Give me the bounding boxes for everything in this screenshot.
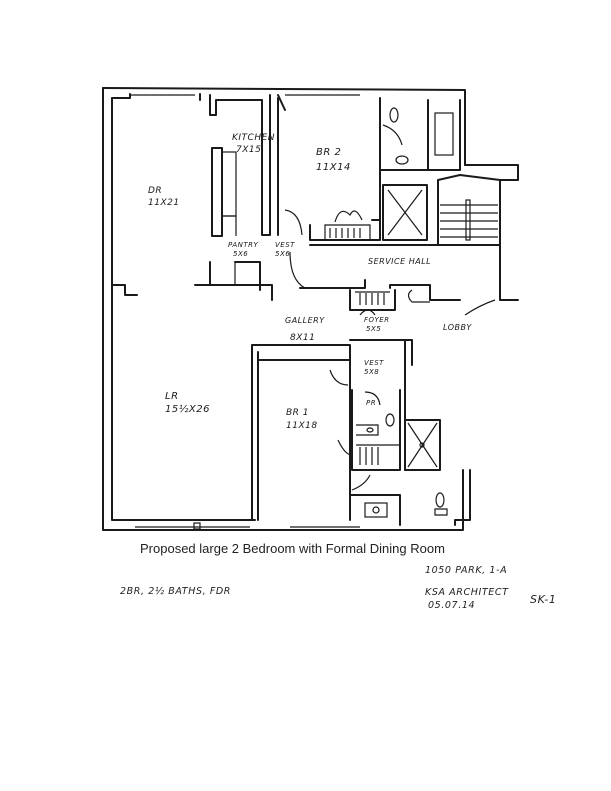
pantry-label: PANTRY (228, 241, 259, 249)
br2-size: 11X14 (316, 162, 351, 173)
pr-label: PR (366, 399, 376, 407)
kitchen-label: KITCHEN (232, 133, 275, 143)
exterior-walls (102, 87, 519, 531)
kitchen-size: 7X15 (236, 145, 261, 155)
date-note: 05.07.14 (428, 600, 476, 611)
kitchen-walls (209, 94, 271, 237)
bath-1 (337, 439, 448, 526)
gallery-label: GALLERY (285, 316, 325, 325)
br1-walls (251, 339, 413, 521)
lobby-label: LOBBY (443, 323, 472, 332)
br1-size: 11X18 (286, 421, 318, 431)
foyer-size: 5X5 (366, 325, 381, 333)
sheet-number: SK-1 (530, 593, 557, 606)
dr-size: 11X21 (148, 198, 180, 208)
lr-label: LR (165, 391, 179, 402)
br2-walls (277, 94, 381, 241)
stairs (437, 174, 501, 246)
foyer-label: FOYER (364, 316, 390, 324)
elevator (382, 184, 428, 241)
service-hall-walls (289, 244, 501, 316)
pantry-walls (111, 261, 273, 301)
vest-1-size: 5X6 (275, 250, 290, 258)
dr-label: DR (148, 186, 162, 196)
address-note: 1050 PARK, 1-A (425, 565, 508, 576)
powder-room (351, 389, 401, 471)
br1-label: BR 1 (286, 408, 309, 418)
vest-1-label: VEST (275, 241, 295, 249)
pantry-size: 5X6 (233, 250, 248, 258)
bath-2 (379, 99, 461, 171)
shower (404, 419, 441, 471)
room-labels: KITCHEN 7X15 BR 2 11X14 DR 11X21 PANTRY … (148, 133, 472, 431)
service-hall-label: SERVICE HALL (368, 257, 431, 266)
architect-note: KSA ARCHITECT (425, 587, 509, 598)
vest-2-label: VEST (364, 359, 384, 367)
vest-2-size: 5X8 (364, 368, 379, 376)
plan-caption: Proposed large 2 Bedroom with Formal Din… (140, 541, 445, 556)
lr-size: 15½X26 (165, 403, 210, 415)
summary-note: 2BR, 2½ BATHS, FDR (120, 586, 231, 597)
br2-label: BR 2 (316, 147, 341, 158)
gallery-size: 8X11 (290, 333, 315, 343)
